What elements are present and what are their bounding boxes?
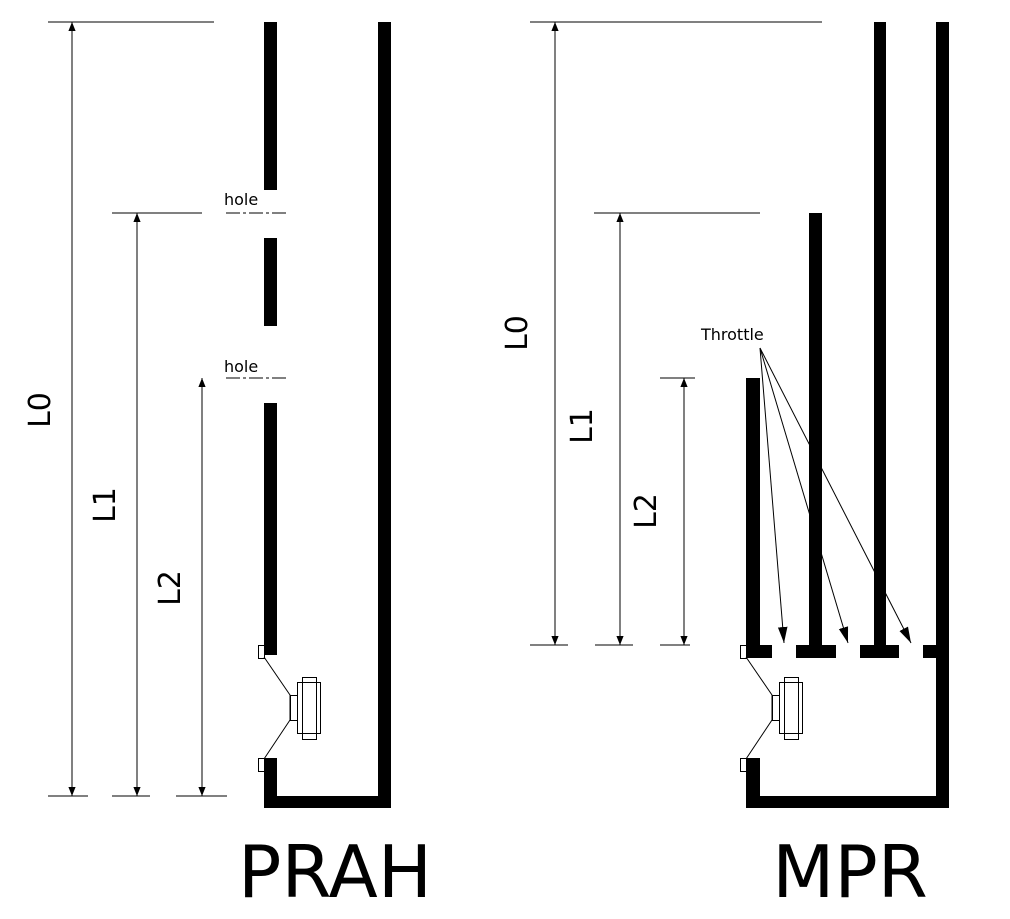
l2-label: L2: [153, 570, 188, 606]
prah-holes: hole hole: [224, 190, 286, 379]
prah-enclosure: [264, 22, 391, 808]
mpr-throttle-callout: Throttle: [700, 325, 912, 644]
prah-dimensions: L0 L1 L2: [23, 21, 227, 797]
throttle-label: Throttle: [700, 325, 764, 344]
prah-diagram: hole hole L0 L1 L2 PRAH: [23, 21, 432, 914]
mpr-dimensions: L0 L1 L2: [500, 21, 822, 646]
l0-label: L0: [500, 315, 535, 351]
l1-label: L1: [565, 408, 600, 444]
mpr-diagram: Throttle L0 L1 L2 MPR: [500, 21, 949, 914]
hole-label: hole: [224, 190, 258, 209]
l1-label: L1: [88, 487, 123, 523]
mpr-enclosure: [746, 22, 949, 808]
hole-label: hole: [224, 357, 258, 376]
mpr-speaker-icon: [740, 645, 803, 772]
l2-label: L2: [629, 493, 664, 529]
mpr-title: MPR: [772, 830, 928, 914]
l0-label: L0: [23, 392, 58, 428]
prah-speaker-icon: [258, 645, 321, 772]
prah-title: PRAH: [238, 830, 432, 914]
